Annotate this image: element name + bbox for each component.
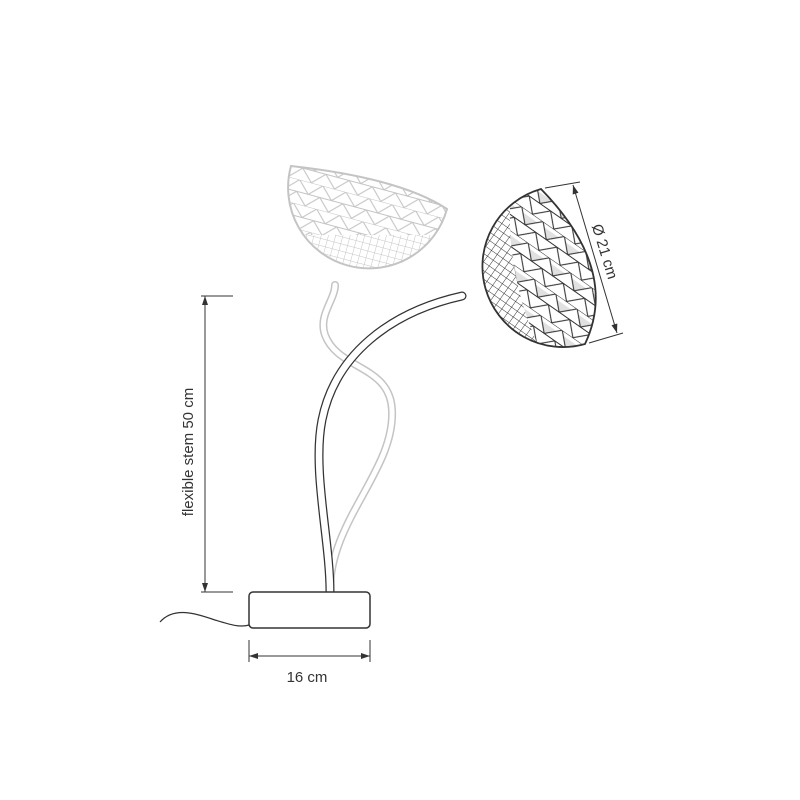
power-cable	[159, 611, 250, 627]
stem-length-label: flexible stem 50 cm	[180, 388, 197, 516]
lamp-base	[248, 591, 371, 629]
base-width-label: 16 cm	[287, 669, 328, 686]
ghost-lamp-outline	[287, 164, 449, 594]
lamp-shade	[481, 187, 597, 348]
base-width-dimension: 16 cm	[248, 640, 371, 686]
stem-dimension: flexible stem 50 cm	[180, 295, 233, 593]
ghost-shade	[287, 164, 449, 270]
